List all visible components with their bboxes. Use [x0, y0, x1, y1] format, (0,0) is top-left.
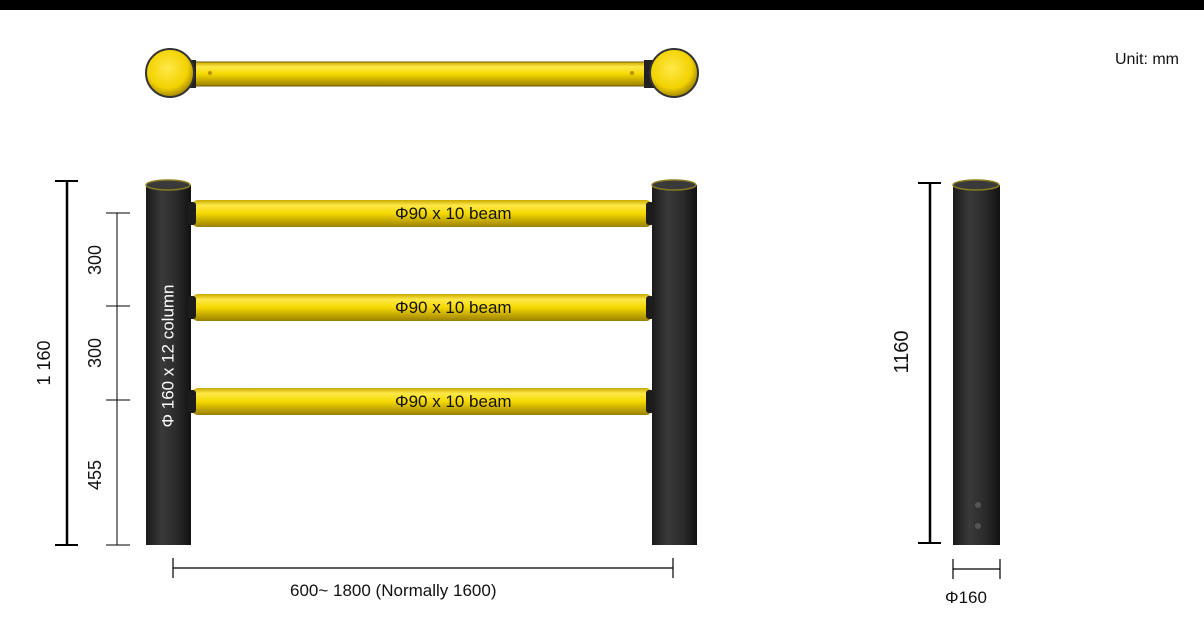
side-bolt-1	[975, 502, 981, 508]
top-rule	[0, 0, 1204, 10]
column-left-cap	[145, 179, 191, 191]
top-view-beam	[184, 61, 656, 87]
beam-label-bottom: Φ90 x 10 beam	[395, 392, 512, 411]
top-view-post-left	[145, 48, 195, 98]
dim-spacing-middle: 300	[85, 337, 105, 369]
top-view	[145, 48, 699, 98]
column-left	[146, 185, 191, 545]
column-right-cap	[651, 179, 697, 191]
beam-label-middle: Φ90 x 10 beam	[395, 298, 512, 317]
column-label: Φ 160 x 12 column	[158, 284, 178, 428]
dim-span: 600~ 1800 (Normally 1600)	[290, 581, 497, 600]
side-column-cap	[952, 179, 1000, 191]
beam-middle	[192, 294, 652, 321]
dim-column-diameter: Φ160	[945, 588, 987, 607]
top-view-collar-right	[644, 60, 654, 88]
dim-spacing-top: 300	[85, 244, 105, 276]
beam-label-top: Φ90 x 10 beam	[395, 204, 512, 223]
front-dimensions	[55, 180, 674, 578]
unit-label: Unit: mm	[1115, 51, 1179, 68]
side-bolt-2	[975, 523, 981, 529]
dim-total-height-side: 1160	[891, 330, 913, 374]
beam-top	[192, 200, 652, 227]
top-view-bolt-left	[208, 71, 212, 75]
dim-total-height-front: 1 160	[34, 340, 54, 386]
top-view-bolt-right	[630, 71, 634, 75]
side-column	[953, 185, 1000, 545]
beam-bottom	[192, 388, 652, 415]
column-right	[652, 185, 697, 545]
front-view	[145, 179, 697, 545]
side-dimensions	[918, 182, 1001, 579]
top-view-post-right	[649, 48, 699, 98]
dim-spacing-bottom: 455	[85, 459, 105, 491]
side-view	[952, 179, 1000, 545]
